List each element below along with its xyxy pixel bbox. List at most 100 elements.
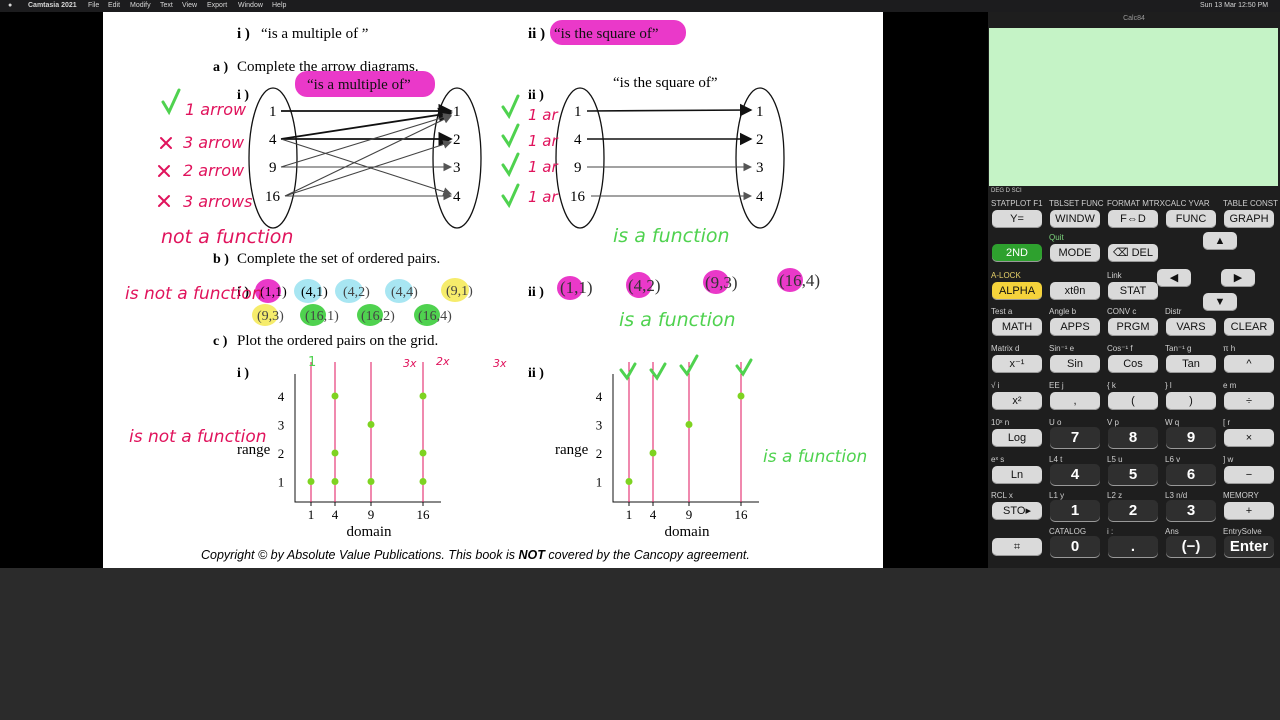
calc-key[interactable]: VARS xyxy=(1166,318,1216,336)
domain-ii-1: 1 xyxy=(574,104,582,120)
section-a-label: a ) xyxy=(213,60,229,75)
calc-key[interactable]: × xyxy=(1224,429,1274,447)
pairs-ii-label: ii ) xyxy=(528,285,544,300)
domain-ii-9: 9 xyxy=(574,160,582,176)
calc-key[interactable]: MATH xyxy=(992,318,1042,336)
calc-secondary-label: Link xyxy=(1107,271,1122,280)
calc-key[interactable]: ⌗ xyxy=(992,538,1042,556)
top-i-label: i ) xyxy=(237,26,250,42)
calc-secondary-label: Matrix d xyxy=(991,344,1020,353)
calc-key[interactable]: 5 xyxy=(1108,464,1158,486)
calc-key[interactable]: PRGM xyxy=(1108,318,1158,336)
calc-key[interactable]: 2 xyxy=(1108,500,1158,522)
calc-secondary-label: Test a xyxy=(991,307,1013,316)
menu-bar: ● Camtasia 2021 File Edit Modify Text Vi… xyxy=(0,0,1280,12)
highlight-multiple-of xyxy=(295,71,435,97)
range-oval-i xyxy=(432,87,482,229)
calc-secondary-label: L1 y xyxy=(1049,491,1065,500)
calc-secondary-label: TBLSET FUNC xyxy=(1049,199,1104,208)
calc-key[interactable]: Log xyxy=(992,429,1042,447)
calc-key[interactable]: STAT xyxy=(1108,282,1158,300)
menu-view[interactable]: View xyxy=(182,2,198,9)
calc-key[interactable]: + xyxy=(1224,502,1274,520)
x-axis-label: domain xyxy=(347,524,392,540)
calc-secondary-label: W q xyxy=(1165,418,1180,427)
range-i-3: 3 xyxy=(453,160,461,176)
calc-key[interactable]: 4 xyxy=(1050,464,1100,486)
calc-secondary-label: L4 t xyxy=(1049,455,1063,464)
calc-key[interactable]: ALPHA xyxy=(992,282,1042,300)
calc-key[interactable]: Ln xyxy=(992,466,1042,484)
calc-key[interactable]: ( xyxy=(1108,392,1158,410)
range-i-4: 4 xyxy=(453,189,461,205)
calc-arrow-key[interactable]: ◀ xyxy=(1157,269,1191,287)
calc-key[interactable]: APPS xyxy=(1050,318,1100,336)
calc-key[interactable]: ) xyxy=(1166,392,1216,410)
calc-key[interactable]: Sin xyxy=(1050,355,1100,373)
menu-export[interactable]: Export xyxy=(207,2,228,9)
calc-key[interactable]: CLEAR xyxy=(1224,318,1274,336)
menu-file[interactable]: File xyxy=(88,2,100,9)
calc-key[interactable]: Enter xyxy=(1224,536,1274,558)
menu-edit[interactable]: Edit xyxy=(108,2,121,9)
calc-key[interactable]: ⌫ DEL xyxy=(1108,244,1158,262)
calc-key[interactable]: Tan xyxy=(1166,355,1216,373)
calc-key[interactable]: ÷ xyxy=(1224,392,1274,410)
calc-arrow-key[interactable]: ▲ xyxy=(1203,232,1237,250)
y-tick-label: 2 xyxy=(596,446,603,461)
graph-ii-label: ii ) xyxy=(528,366,544,381)
calc-key[interactable]: 0 xyxy=(1050,536,1100,558)
calc-key[interactable]: FUNC xyxy=(1166,210,1216,228)
pair-i-3: (4,2) xyxy=(343,285,370,300)
menu-app-name[interactable]: Camtasia 2021 xyxy=(28,2,77,9)
calc-key[interactable]: 1 xyxy=(1050,500,1100,522)
menu-help[interactable]: Help xyxy=(272,2,287,9)
y-tick-label: 4 xyxy=(596,389,603,404)
calculator-screen[interactable] xyxy=(989,28,1278,186)
calc-secondary-label: ] w xyxy=(1223,455,1234,464)
calc-key[interactable]: Y= xyxy=(992,210,1042,228)
graph-i-label: i ) xyxy=(237,366,249,381)
calc-key[interactable]: − xyxy=(1224,466,1274,484)
calc-secondary-label: Sin⁻¹ e xyxy=(1049,344,1075,353)
domain-oval-ii xyxy=(555,87,605,229)
calc-secondary-label: { k xyxy=(1107,381,1116,390)
calc-key[interactable]: ^ xyxy=(1224,355,1274,373)
arrow-i-title: “is a multiple of” xyxy=(307,77,411,93)
calc-key[interactable]: F⇔D xyxy=(1108,210,1158,228)
top-i-text: “is a multiple of ” xyxy=(261,26,368,42)
calc-secondary-label: [ r xyxy=(1223,418,1231,427)
calc-key[interactable]: MODE xyxy=(1050,244,1100,262)
y-tick-label: 2 xyxy=(278,446,285,461)
calc-key[interactable]: 7 xyxy=(1050,427,1100,449)
menu-text[interactable]: Text xyxy=(160,2,173,9)
calc-key[interactable]: GRAPH xyxy=(1224,210,1274,228)
calc-arrow-key[interactable]: ▶ xyxy=(1221,269,1255,287)
calc-key[interactable]: Cos xyxy=(1108,355,1158,373)
menu-modify[interactable]: Modify xyxy=(130,2,151,9)
calc-key[interactable]: 3 xyxy=(1166,500,1216,522)
calc-key[interactable]: 2ND xyxy=(992,244,1042,262)
top-ii-text: “is the square of” xyxy=(554,26,659,42)
calc-key[interactable]: , xyxy=(1050,392,1100,410)
calc-arrow-key[interactable]: ▼ xyxy=(1203,293,1237,311)
x-tick-label: 9 xyxy=(368,507,375,522)
calc-key[interactable]: x⁻¹ xyxy=(992,355,1042,373)
apple-icon[interactable]: ● xyxy=(8,2,13,9)
calc-key[interactable]: 6 xyxy=(1166,464,1216,486)
calc-key[interactable]: STO▸ xyxy=(992,502,1042,520)
data-point xyxy=(331,478,339,485)
calc-key[interactable]: 9 xyxy=(1166,427,1216,449)
note-arrow-i-1: 1 arrow xyxy=(185,100,247,119)
pair-i-9: (16,4) xyxy=(418,309,452,324)
calc-key[interactable]: (−) xyxy=(1166,536,1216,558)
calc-key[interactable]: WINDW xyxy=(1050,210,1100,228)
section-c-label: c ) xyxy=(213,334,228,349)
calc-key[interactable]: x² xyxy=(992,392,1042,410)
calc-secondary-label: Distr xyxy=(1165,307,1182,316)
section-b-text: Complete the set of ordered pairs. xyxy=(237,251,440,267)
menu-window[interactable]: Window xyxy=(238,2,263,9)
calc-key[interactable]: 8 xyxy=(1108,427,1158,449)
calc-key[interactable]: . xyxy=(1108,536,1158,558)
calc-key[interactable]: xtθn xyxy=(1050,282,1100,300)
